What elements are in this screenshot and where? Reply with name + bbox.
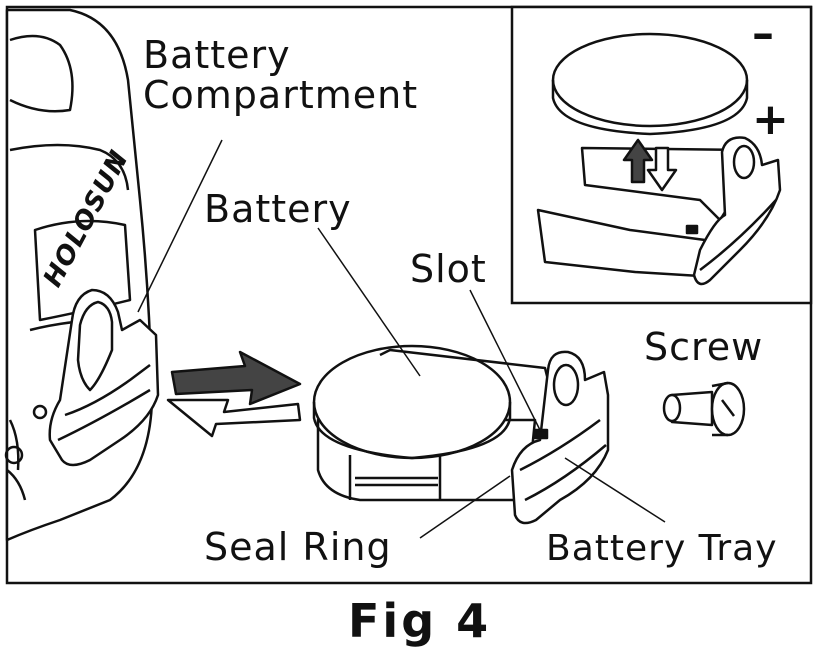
leader-battery xyxy=(317,227,421,377)
insertion-arrows xyxy=(166,350,302,438)
leader-battery-tray xyxy=(564,457,666,523)
installed-tray xyxy=(48,288,160,467)
insert-arrow-right xyxy=(170,350,302,406)
leader-seal-ring xyxy=(419,475,511,539)
leader-slot xyxy=(469,289,541,431)
label-battery: Battery xyxy=(204,187,352,231)
label-seal-ring: Seal Ring xyxy=(204,525,392,569)
label-screw: Screw xyxy=(644,325,764,369)
label-battery-compartment-line2: Compartment xyxy=(143,73,419,117)
leader-battery-compartment xyxy=(137,139,223,313)
label-battery-tray: Battery Tray xyxy=(546,528,778,569)
battery-tray-assembly xyxy=(312,344,610,525)
figure-caption: Fig 4 xyxy=(348,594,492,648)
remove-arrow-left xyxy=(166,398,302,438)
label-slot: Slot xyxy=(410,247,487,291)
leader-lines xyxy=(137,139,666,539)
positive-sign: + xyxy=(752,94,789,145)
label-battery-compartment-line1: Battery xyxy=(143,33,291,77)
screw-illustration xyxy=(662,381,746,437)
negative-sign: – xyxy=(752,8,774,59)
inset-illustration xyxy=(536,32,782,286)
